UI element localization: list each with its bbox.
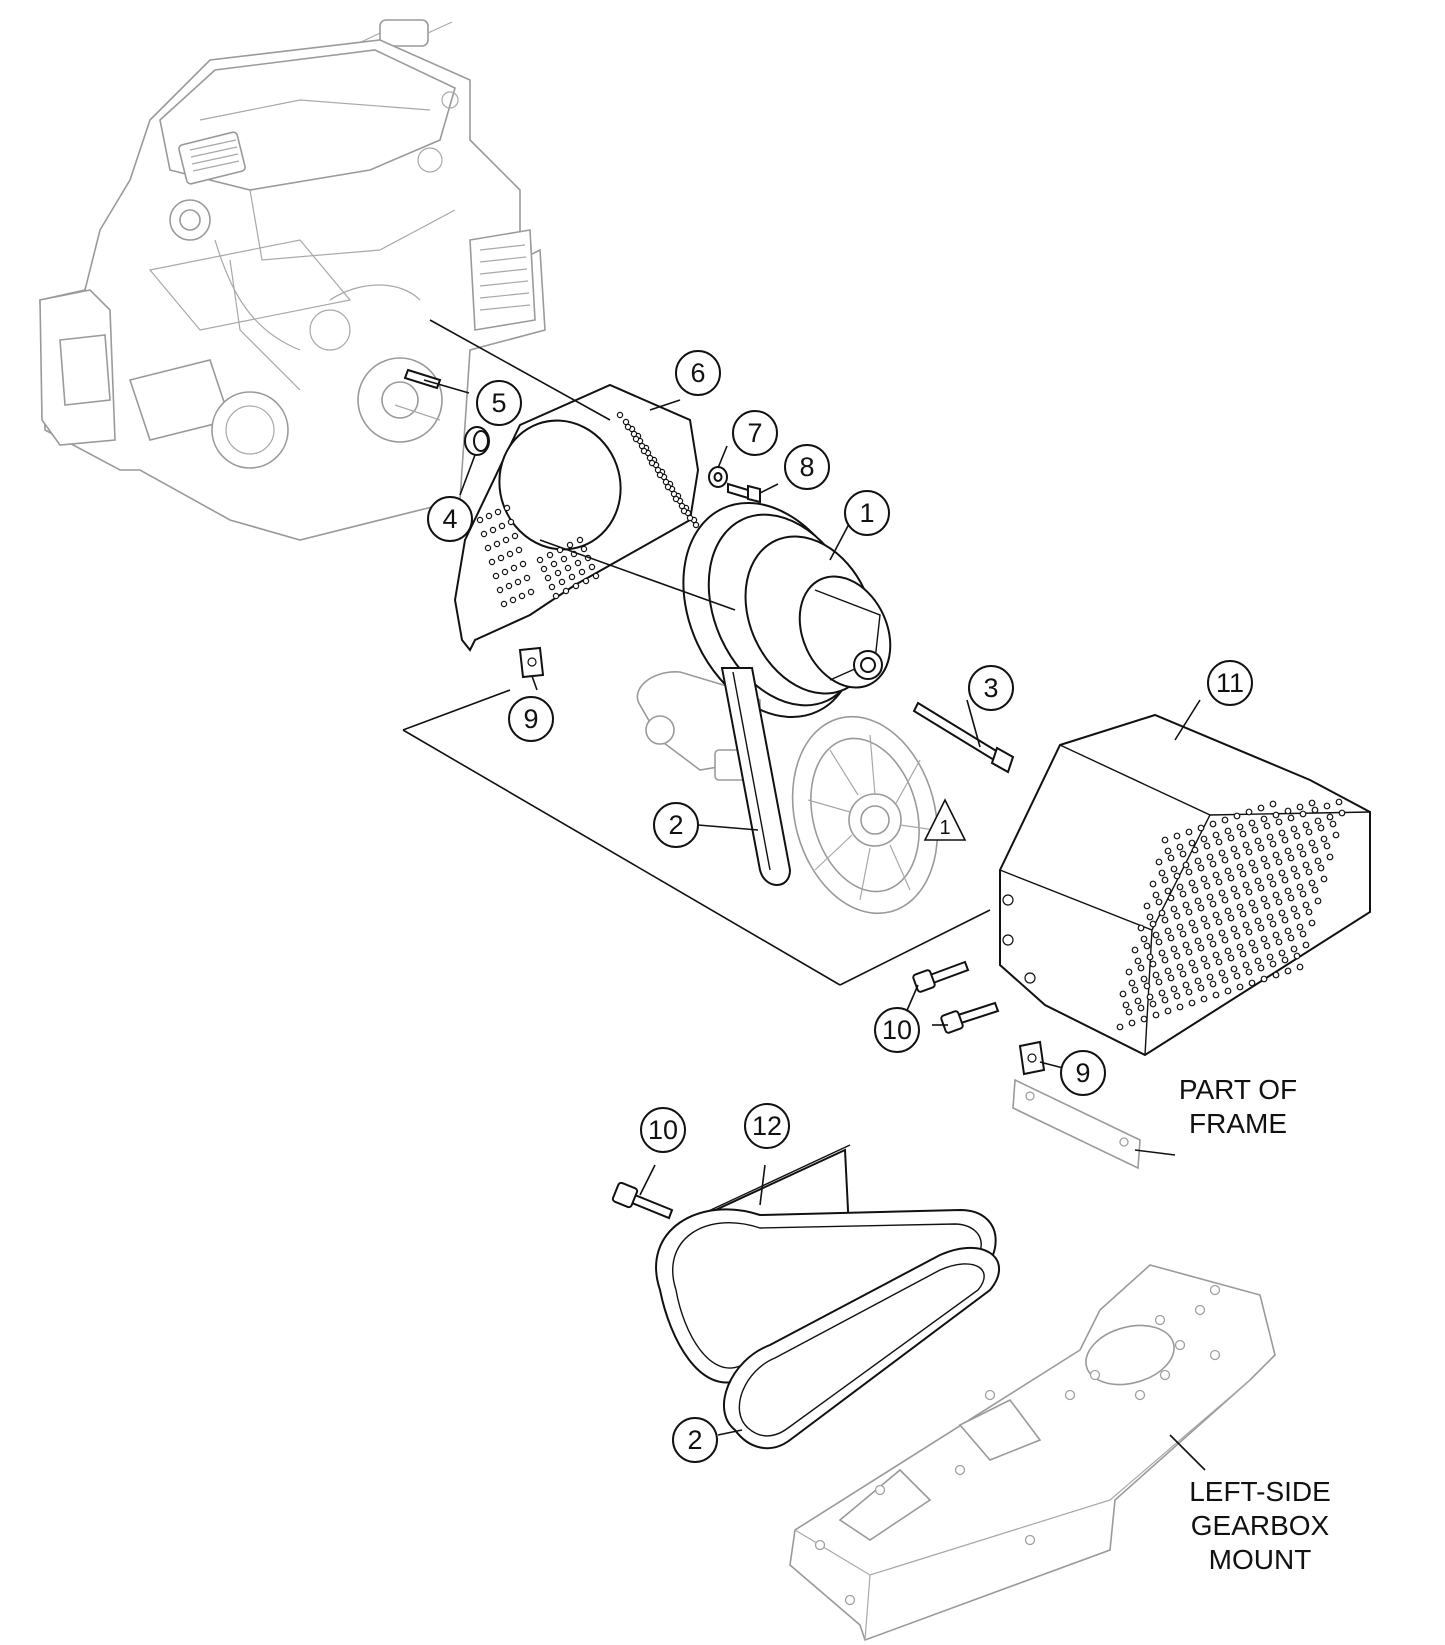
callout-5: 5 <box>476 380 522 426</box>
reference-lines <box>402 319 991 1301</box>
engine-mount-plate <box>453 383 706 652</box>
callout-1-label: 1 <box>859 498 874 528</box>
flange-bolt-lower <box>940 1001 1000 1034</box>
drive-clutch-part <box>682 502 892 718</box>
bolt-part <box>727 482 761 504</box>
callout-8: 8 <box>784 444 830 490</box>
warning-note-label: 1 <box>939 817 950 839</box>
plate-perforations <box>476 411 706 608</box>
guard-bolt <box>611 1181 674 1220</box>
mount-holes <box>814 1284 1221 1606</box>
callout-5-label: 5 <box>491 388 506 418</box>
callout-2-lower-label: 2 <box>687 1425 702 1455</box>
callout-2-upper: 2 <box>653 802 699 848</box>
callout-12-label: 12 <box>752 1111 782 1141</box>
callout-10-cover-label: 10 <box>882 1015 912 1045</box>
callout-9-left-label: 9 <box>523 704 538 734</box>
callout-3-label: 3 <box>983 673 998 703</box>
callout-10-guard-label: 10 <box>648 1115 678 1145</box>
callout-9-right: 9 <box>1060 1050 1106 1096</box>
belt-cover-part <box>999 713 1371 1057</box>
frame-strip <box>1012 1078 1141 1170</box>
clip-nut-right <box>1018 1040 1046 1076</box>
callout-6-label: 6 <box>690 358 705 388</box>
warning-note-triangle: 1 <box>923 798 967 841</box>
callout-9-right-label: 9 <box>1075 1058 1090 1088</box>
callout-1: 1 <box>844 490 890 536</box>
callout-11: 11 <box>1207 660 1253 706</box>
callout-8-label: 8 <box>799 452 814 482</box>
callout-12: 12 <box>744 1103 790 1149</box>
callout-2-upper-label: 2 <box>668 810 683 840</box>
flange-bolt-upper <box>912 960 970 993</box>
cover-perforations <box>1116 798 1346 1031</box>
callout-10-cover: 10 <box>874 1007 920 1053</box>
callout-7: 7 <box>732 410 778 456</box>
clip-nut-left <box>518 646 545 679</box>
callout-9-left: 9 <box>508 696 554 742</box>
callout-2-lower: 2 <box>672 1417 718 1463</box>
callout-7-label: 7 <box>747 418 762 448</box>
engine-illustration <box>39 19 546 541</box>
shaft-key-part <box>403 368 442 390</box>
washer-part <box>708 466 728 488</box>
callout-4: 4 <box>427 496 473 542</box>
callout-3: 3 <box>968 665 1014 711</box>
callout-10-guard: 10 <box>640 1107 686 1153</box>
part-of-frame-note: PART OF FRAME <box>1178 1074 1298 1139</box>
drive-belt-lower <box>655 1208 1001 1450</box>
callout-leaders <box>423 379 1206 1471</box>
long-bolt-part <box>912 701 1015 774</box>
callout-6: 6 <box>675 350 721 396</box>
gearbox-mount-note: LEFT-SIDE GEARBOX MOUNT <box>1189 1476 1331 1575</box>
gearbox-mount-plate <box>789 1264 1276 1642</box>
callout-11-label: 11 <box>1216 668 1244 698</box>
drive-belt-upper <box>720 667 792 886</box>
callout-4-label: 4 <box>442 504 457 534</box>
spacer-part <box>464 426 490 456</box>
